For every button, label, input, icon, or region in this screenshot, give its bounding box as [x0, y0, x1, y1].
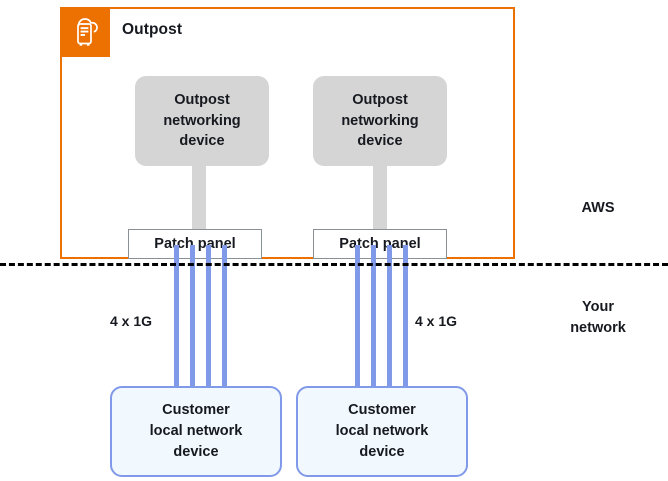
- link-rate-label-right: 4 x 1G: [415, 313, 458, 329]
- outpost-networking-device-right: Outpost networking device: [313, 76, 447, 166]
- customer-local-network-device-right: Customer local network device: [296, 386, 468, 477]
- device-stem-left: [192, 160, 206, 230]
- patch-panel-right: Patch panel: [313, 229, 447, 259]
- outpost-networking-device-left: Outpost networking device: [135, 76, 269, 166]
- zone-label-your-network: Your network: [570, 299, 626, 337]
- cable-right-3: [387, 245, 392, 386]
- outpost-title: Outpost: [122, 21, 183, 38]
- cable-right-1: [355, 245, 360, 386]
- link-rate-label-left: 4 x 1G: [110, 313, 153, 329]
- cable-left-2: [190, 245, 195, 386]
- cable-right-2: [371, 245, 376, 386]
- cable-right-4: [403, 245, 408, 386]
- outpost-rack-cloud-icon: [60, 7, 110, 57]
- zone-label-aws: AWS: [581, 200, 615, 216]
- cable-left-1: [174, 245, 179, 386]
- cable-left-4: [222, 245, 227, 386]
- outpost-boundary-box: [60, 7, 515, 259]
- patch-panel-left: Patch panel: [128, 229, 262, 259]
- device-stem-right: [373, 160, 387, 230]
- customer-local-network-device-left: Customer local network device: [110, 386, 282, 477]
- aws-customer-boundary-line: [0, 263, 668, 266]
- cable-left-3: [206, 245, 211, 386]
